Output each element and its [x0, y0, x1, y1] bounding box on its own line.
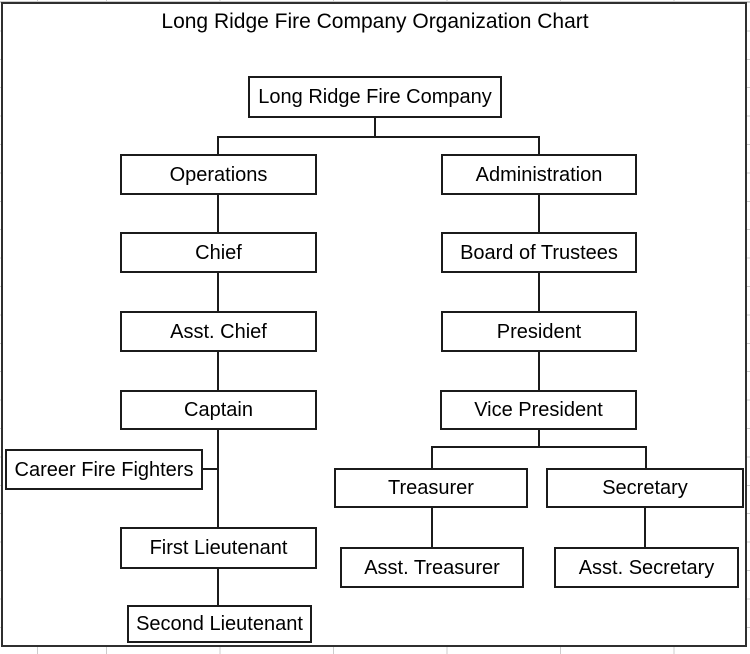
org-node-asst-treasurer: Asst. Treasurer — [340, 547, 524, 588]
connector-secretary-to-asst-secretary — [644, 508, 646, 547]
connector-treasurer-riser — [431, 446, 433, 468]
org-node-long-ridge-fire-company: Long Ridge Fire Company — [248, 76, 502, 118]
connector-treasurer-secretary-spread — [431, 446, 647, 448]
org-node-secretary: Secretary — [546, 468, 744, 508]
org-node-vice-president: Vice President — [440, 390, 637, 430]
connector-treasurer-to-asst-treasurer — [431, 508, 433, 547]
org-node-asst-chief: Asst. Chief — [120, 311, 317, 352]
connector-administration-riser — [538, 136, 540, 154]
connector-asst-chief-to-captain — [217, 352, 219, 390]
org-node-chief: Chief — [120, 232, 317, 273]
connector-operations-riser — [217, 136, 219, 154]
org-node-treasurer: Treasurer — [334, 468, 528, 508]
connector-root-drop — [374, 118, 376, 138]
chart-title: Long Ridge Fire Company Organization Cha… — [161, 10, 589, 33]
connector-board-to-president — [538, 273, 540, 311]
org-node-career-fire-fighters: Career Fire Fighters — [5, 449, 203, 490]
connector-chief-to-asst-chief — [217, 273, 219, 311]
connector-secretary-riser — [645, 446, 647, 468]
org-node-administration: Administration — [441, 154, 637, 195]
connector-branch-spread — [217, 136, 540, 138]
org-node-president: President — [441, 311, 637, 352]
connector-administration-to-board — [538, 195, 540, 232]
org-node-asst-secretary: Asst. Secretary — [554, 547, 739, 588]
org-node-board-of-trustees: Board of Trustees — [441, 232, 637, 273]
org-node-captain: Captain — [120, 390, 317, 430]
connector-vice-president-drop — [538, 430, 540, 448]
connector-first-to-second-lieutenant — [217, 569, 219, 605]
connector-career-fire-fighters-stub — [203, 468, 219, 470]
connector-captain-to-first-lieutenant — [217, 430, 219, 527]
connector-operations-to-chief — [217, 195, 219, 232]
org-node-operations: Operations — [120, 154, 317, 195]
org-node-first-lieutenant: First Lieutenant — [120, 527, 317, 569]
org-node-second-lieutenant: Second Lieutenant — [127, 605, 312, 643]
connector-president-to-vice-president — [538, 352, 540, 390]
